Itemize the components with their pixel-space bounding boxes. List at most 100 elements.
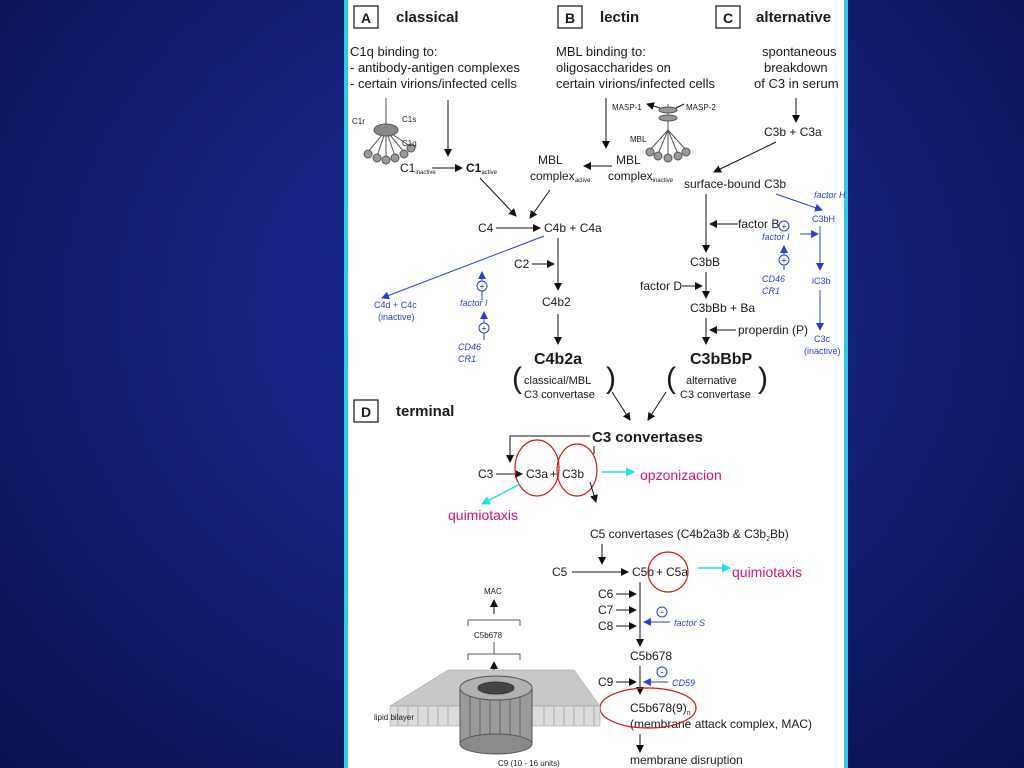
factor-s-label: factor S (674, 618, 705, 628)
chemotaxis-1-label: quimiotaxis (448, 507, 518, 523)
activation-plus-icon (478, 322, 490, 334)
c5-plus-label: + (656, 565, 663, 579)
panel-b-title: lectin (600, 9, 639, 26)
factor-d-label: factor D (640, 279, 682, 293)
mbl-complex-inactive-2: complexinactive (608, 169, 674, 184)
conv-classical-2: C3 convertase (524, 389, 595, 401)
panel-c-desc-3: of C3 in serum (754, 76, 839, 91)
panel-b-letter: B (565, 10, 575, 26)
plus-symbol-2: + (482, 324, 487, 333)
mbl-complex-active-1: MBL (538, 153, 563, 167)
c3c-label: C3c (814, 334, 831, 344)
membrane-disruption-label: membrane disruption (630, 753, 743, 767)
minus-symbol-1: - (661, 607, 664, 617)
panel-a-desc-2: - antibody-antigen complexes (350, 60, 520, 75)
panel-d-title: terminal (396, 403, 454, 420)
c4b2-label: C4b2 (542, 295, 571, 309)
conv-alt-2: C3 convertase (680, 389, 751, 401)
c3b-label: C3b (562, 467, 584, 481)
factor-i-alt-label: factor I (762, 232, 790, 242)
panel-a-letter: A (361, 10, 371, 26)
c1-inactive-label: C1inactive (400, 161, 436, 176)
mbl-complex-inactive-1: MBL (616, 153, 641, 167)
panel-c-title: alternative (756, 9, 831, 26)
c8-label: C8 (598, 619, 614, 633)
diagram-panel: A classical C1q binding to: - antibody-a… (344, 0, 848, 768)
cr1-alt-label: CR1 (762, 286, 780, 296)
panel-a-desc-1: C1q binding to: (350, 44, 437, 59)
panel-c-desc-2: breakdown (764, 60, 828, 75)
conv-alt-1: alternative (686, 375, 737, 387)
c1-complex-illustration (363, 98, 416, 165)
minus-symbol-2: - (661, 667, 664, 677)
c4-cleavage-flow: C4 C4b + C4a C2 C4b2 C4b2a C4d + C4c (in… (374, 221, 616, 401)
c5b678-small-label: C5b678 (474, 631, 503, 640)
c3a-label: C3a (526, 467, 548, 481)
factor-i-classical-label: factor I (460, 298, 488, 308)
activation-plus-icon (778, 254, 790, 266)
c5-label: C5 (552, 565, 568, 579)
c3-label: C3 (478, 467, 494, 481)
c2-label: C2 (514, 257, 530, 271)
c1r-label: C1r (352, 117, 365, 126)
c5b-label: C5b (632, 565, 654, 579)
lipid-bilayer-label: lipid bilayer (374, 713, 414, 722)
c5a-highlight-circle (647, 551, 689, 593)
cr1-classical-label: CR1 (458, 354, 476, 364)
panel-b-desc-1: MBL binding to: (556, 44, 646, 59)
c4b2a-label: C4b2a (534, 351, 582, 368)
panel-b-lectin: B lectin MBL binding to: oligosaccharide… (529, 5, 716, 219)
c5b6789n-label: C5b678(9)n (630, 701, 691, 717)
c3a-highlight-circle (514, 439, 560, 497)
c3b-highlight-circle (556, 443, 598, 497)
c5b678-label: C5b678 (630, 649, 672, 663)
mac-pore-illustration: MAC C5b678 lipid bilayer C9 (10 - 16 uni (374, 587, 601, 768)
plus-symbol-1: + (480, 282, 485, 291)
paren-right-2: ) (758, 362, 768, 395)
c5a-label: C5a (666, 565, 688, 579)
panel-d-terminal: D terminal C3 convertases C3 C3a + C3b o… (353, 399, 812, 767)
complement-pathways-diagram: A classical C1q binding to: - antibody-a… (350, 5, 846, 768)
ic3b-label: iC3b (812, 276, 831, 286)
panel-b-desc-2: oligosaccharides on (556, 60, 671, 75)
chemotaxis-2-label: quimiotaxis (732, 564, 802, 580)
c3bbb-ba-label: C3bBb + Ba (690, 301, 755, 315)
opsonization-label: opzonizacion (640, 467, 722, 483)
masp2-label: MASP-2 (686, 103, 716, 112)
c1q-label: C1q (402, 139, 417, 148)
cd59-label: CD59 (672, 678, 695, 688)
paren-right-1: ) (606, 362, 616, 395)
c3bh-label: C3bH (812, 214, 835, 224)
inhibition-minus-icon (656, 666, 668, 678)
c4-label: C4 (478, 221, 494, 235)
mbl-label: MBL (630, 135, 647, 144)
panel-b-desc-3: certain virions/infected cells (556, 76, 715, 91)
panel-d-letter: D (361, 404, 371, 420)
paren-left-1: ( (512, 362, 522, 395)
cd46-alt-label: CD46 (762, 274, 785, 284)
c3-plus-label: + (550, 467, 557, 481)
c1-active-label: C1active (466, 161, 498, 176)
panel-c-alternative: C alternative spontaneous breakdown of C… (640, 5, 846, 401)
mac-small-label: MAC (484, 587, 502, 596)
c5-convertases-label: C5 convertases (C4b2a3b & C3b2Bb) (590, 527, 789, 543)
activation-plus-icon (476, 280, 488, 292)
c3-convertases-label: C3 convertases (592, 429, 703, 446)
conv-classical-1: classical/MBL (524, 375, 591, 387)
panel-c-letter: C (723, 10, 733, 26)
factor-h-label: factor H (814, 190, 846, 200)
c4d-c4c-label: C4d + C4c (374, 300, 417, 310)
mbl-complex-active-2: complexactive (530, 169, 591, 184)
c9-label: C9 (598, 675, 614, 689)
panel-c-desc-1: spontaneous (762, 44, 837, 59)
mbl-illustration (645, 104, 691, 163)
c4b-c4a-label: C4b + C4a (544, 221, 602, 235)
c3b-c3a-label: C3b + C3a (764, 125, 822, 139)
inhibition-minus-icon (656, 606, 668, 618)
plus-symbol-3: + (782, 222, 787, 231)
c9-units-label: C9 (10 - 16 units) (498, 759, 560, 768)
masp1-label: MASP-1 (612, 103, 642, 112)
surface-c3b-label: surface-bound C3b (684, 177, 786, 191)
cd46-classical-label: CD46 (458, 342, 481, 352)
c6-label: C6 (598, 587, 614, 601)
